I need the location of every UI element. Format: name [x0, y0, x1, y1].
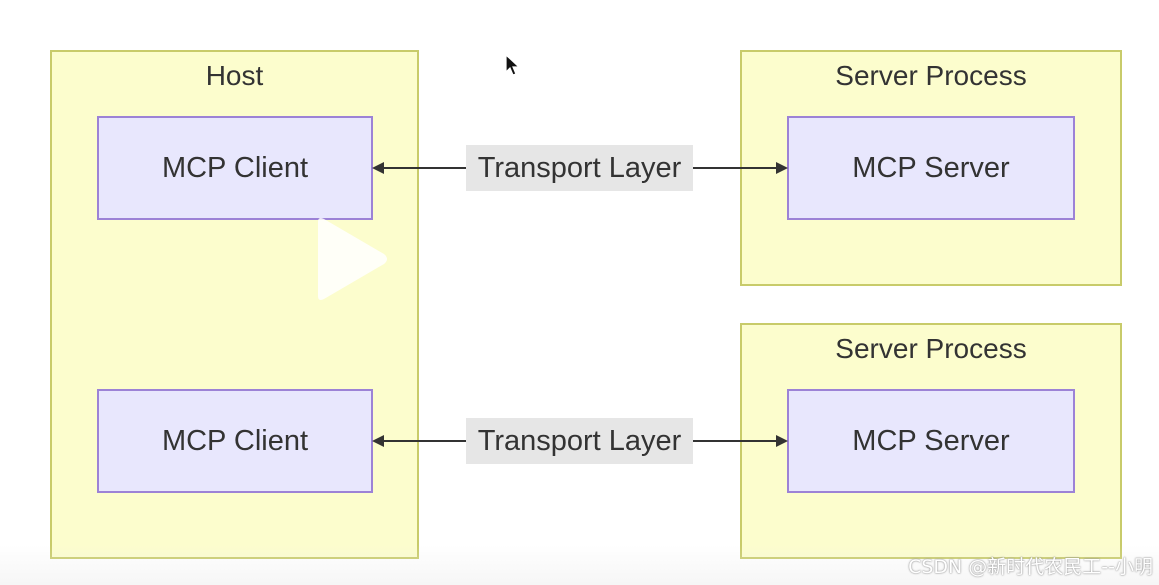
mcp-server-node: MCP Server [787, 116, 1075, 220]
mouse-cursor-icon [505, 54, 521, 76]
video-bottom-fade [0, 545, 1159, 585]
server-process-title: Server Process [835, 60, 1027, 91]
mcp-client-node: MCP Client [97, 389, 373, 493]
transport-layer-label: Transport Layer [466, 145, 693, 191]
mcp-client-node: MCP Client [97, 116, 373, 220]
transport-layer-label: Transport Layer [466, 418, 693, 464]
host-title: Host [205, 60, 264, 91]
mcp-server-node: MCP Server [787, 389, 1075, 493]
play-icon[interactable] [314, 216, 390, 302]
server-process-title: Server Process [835, 333, 1027, 364]
watermark: CSDN @新时代农民工--小明 [908, 556, 1153, 578]
